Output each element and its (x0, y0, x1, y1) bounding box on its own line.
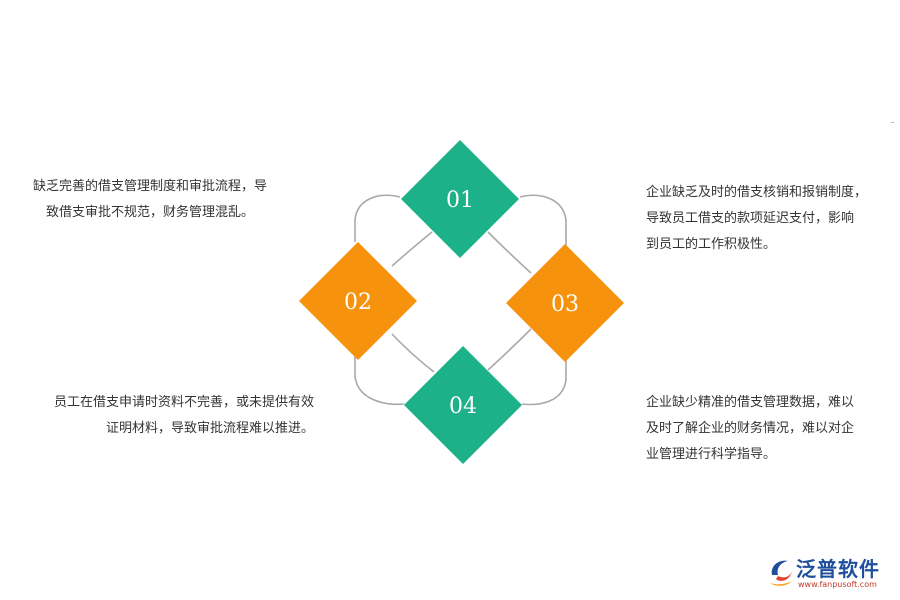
diamond-shape-01 (401, 140, 519, 258)
diamond-number-04: 04 (449, 394, 477, 419)
description-03-line-3: 到员工的工作积极性。 (646, 237, 777, 252)
logo-url: www.fanpusoft.com (798, 580, 877, 589)
outer-curve-top-right (519, 194, 567, 246)
outer-curve-top-left (354, 194, 401, 242)
description-03: 企业缺乏及时的借支核销和报销制度， 导致员工借支的款项延迟支付，影响 到员工的工… (646, 180, 886, 258)
diamond-02: 02 (299, 242, 417, 360)
logo-name: 泛普软件 (796, 557, 880, 581)
diamond-04: 04 (404, 346, 522, 464)
description-04-line-2: 及时了解企业的财务情况，难以对企 (646, 421, 855, 436)
description-03-line-2: 导致员工借支的款项延迟支付，影响 (646, 211, 855, 226)
logo-swirl-icon (770, 560, 792, 586)
diamond-shape-04 (404, 346, 522, 464)
corner-dot (891, 122, 894, 123)
inner-curve-top-left (391, 231, 433, 267)
outer-curve-bottom-right (521, 360, 567, 406)
description-04-line-1: 企业缺少精准的借支管理数据，难以 (646, 395, 855, 410)
description-04-line-3: 业管理进行科学指导。 (646, 447, 777, 462)
outer-curve-bottom-left (354, 356, 405, 406)
inner-curve-top-right (487, 231, 532, 274)
inner-curve-bottom-left (391, 333, 435, 373)
description-01: 缺乏完善的借支管理制度和审批流程，导 致借支审批不规范，财务管理混乱。 (14, 174, 286, 226)
diamond-03: 03 (506, 244, 624, 362)
diamond-01: 01 (401, 140, 519, 258)
diamond-number-01: 01 (446, 188, 474, 213)
diamond-number-02: 02 (344, 290, 372, 315)
connector-curves (354, 194, 567, 406)
description-03-line-1: 企业缺乏及时的借支核销和报销制度， (646, 185, 868, 200)
inner-curve-bottom-right (487, 328, 532, 371)
description-01-line-1: 缺乏完善的借支管理制度和审批流程，导 (32, 179, 267, 194)
description-01-line-2: 致借支审批不规范，财务管理混乱。 (45, 205, 254, 220)
diamond-shape-03 (506, 244, 624, 362)
diamond-number-03: 03 (551, 292, 579, 317)
description-02-line-2: 证明材料，导致审批流程难以推进。 (105, 421, 314, 436)
description-02-line-1: 员工在借支申请时资料不完善，或未提供有效 (53, 395, 314, 410)
diamond-shape-02 (299, 242, 417, 360)
brand-logo: 泛普软件 www.fanpusoft.com (766, 553, 894, 597)
description-04: 企业缺少精准的借支管理数据，难以 及时了解企业的财务情况，难以对企 业管理进行科… (646, 390, 886, 468)
description-02: 员工在借支申请时资料不完善，或未提供有效 证明材料，导致审批流程难以推进。 (14, 390, 314, 442)
